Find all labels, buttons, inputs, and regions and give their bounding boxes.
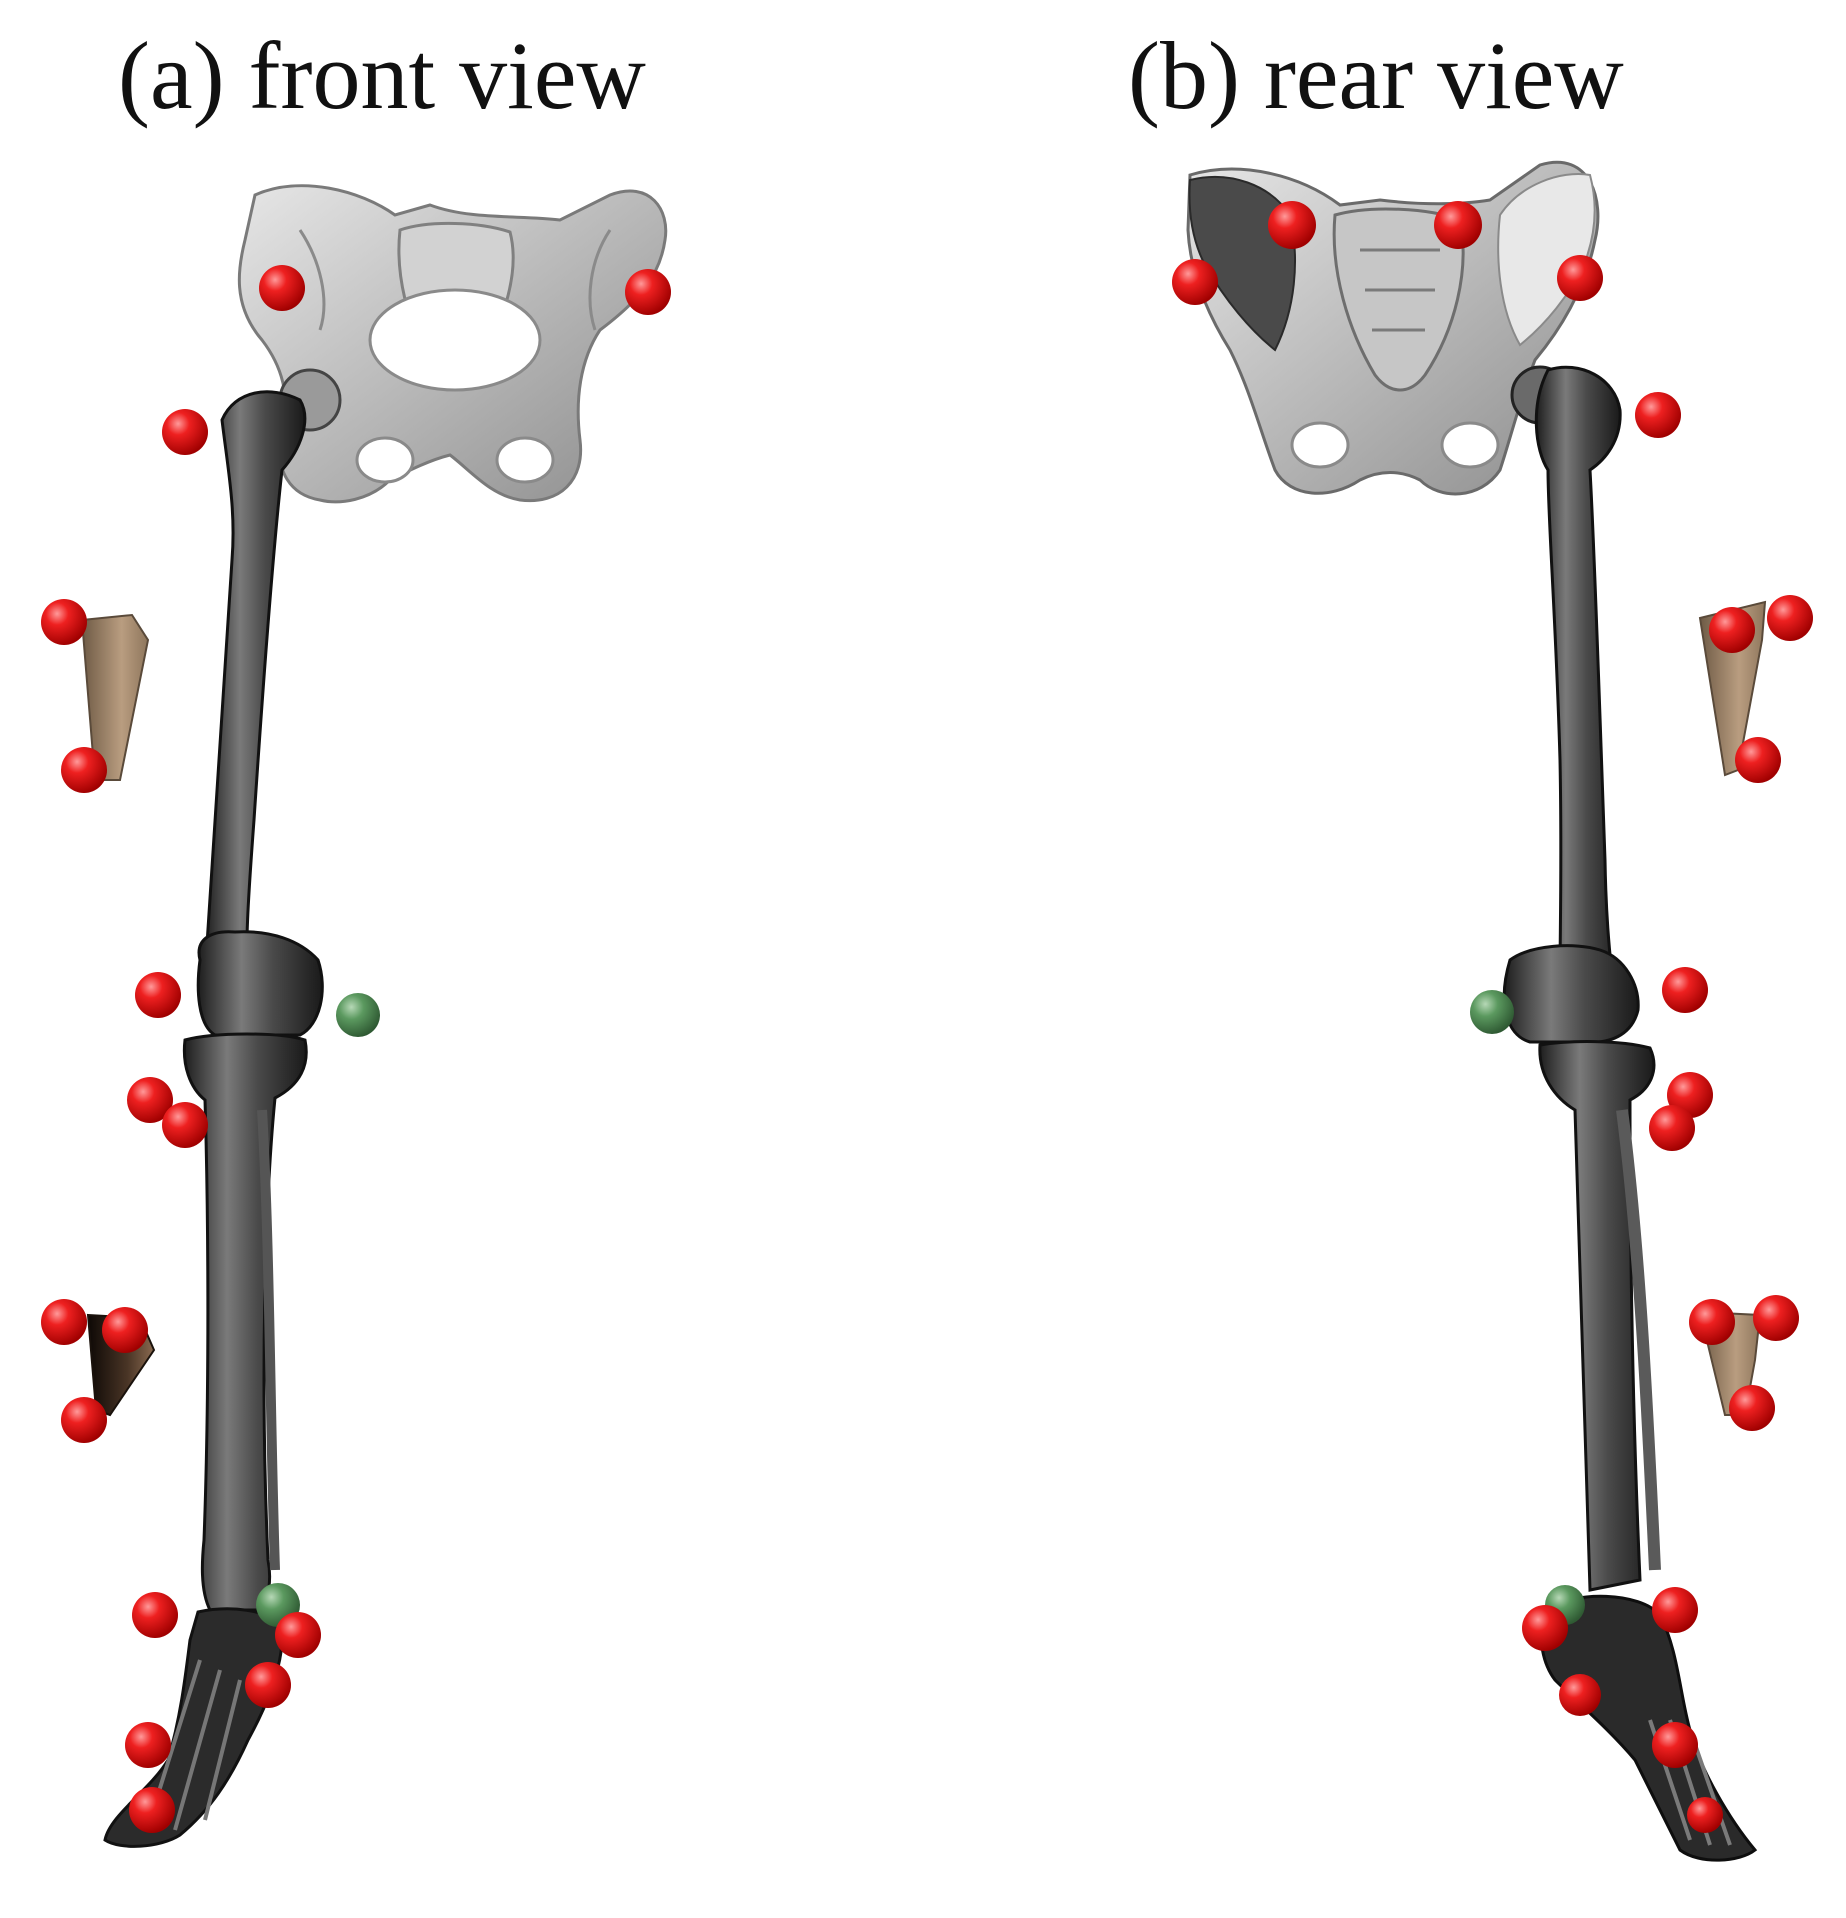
rear-tibia [1538, 1040, 1661, 1592]
marker-red [1767, 595, 1813, 641]
marker-red [135, 972, 181, 1018]
marker-red [1735, 737, 1781, 783]
marker-red [1689, 1299, 1735, 1345]
marker-red [1649, 1105, 1695, 1151]
marker-red [1559, 1674, 1601, 1716]
marker-red [129, 1787, 175, 1833]
front-tibia [182, 1032, 308, 1612]
marker-red [1652, 1587, 1698, 1633]
marker-red [1662, 967, 1708, 1013]
marker-red [162, 1102, 208, 1148]
marker-red [1729, 1385, 1775, 1431]
front-femur [196, 368, 342, 1037]
marker-red [259, 265, 305, 311]
marker-red [1522, 1605, 1568, 1651]
marker-red [1687, 1797, 1723, 1833]
marker-red [245, 1662, 291, 1708]
marker-red [162, 409, 208, 455]
marker-red [61, 1397, 107, 1443]
marker-red [1635, 392, 1681, 438]
marker-red [1652, 1722, 1698, 1768]
front-view-panel [41, 184, 671, 1848]
rear-view-panel [1172, 160, 1813, 1862]
marker-red [125, 1722, 171, 1768]
caption-front-view: (a) front view [118, 22, 646, 129]
marker-red [61, 747, 107, 793]
marker-red [1753, 1295, 1799, 1341]
marker-red [1709, 607, 1755, 653]
marker-red [1268, 201, 1316, 249]
marker-red [41, 1299, 87, 1345]
rear-markers [1172, 201, 1813, 1833]
front-markers [41, 265, 671, 1833]
marker-red [275, 1612, 321, 1658]
rear-pelvis [1186, 160, 1600, 496]
marker-red [1172, 259, 1218, 305]
marker-red [102, 1307, 148, 1353]
marker-red [1557, 255, 1603, 301]
rear-foot [1539, 1594, 1758, 1862]
marker-green [336, 993, 380, 1037]
marker-red [1434, 201, 1482, 249]
caption-rear-view: (b) rear view [1128, 22, 1624, 129]
marker-red [625, 269, 671, 315]
marker-red [132, 1592, 178, 1638]
marker-red [127, 1077, 173, 1123]
front-pelvis [237, 184, 668, 504]
rear-femur [1502, 365, 1640, 1045]
marker-green [1470, 990, 1514, 1034]
marker-red [41, 599, 87, 645]
